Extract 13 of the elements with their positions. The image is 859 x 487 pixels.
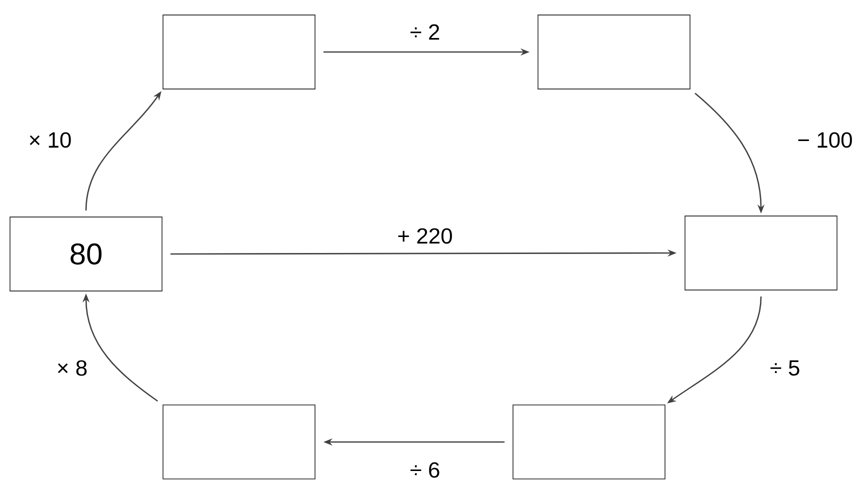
edge-label: × 10 (26, 130, 74, 150)
edge-label: ÷ 5 (768, 358, 802, 378)
empty-box (512, 404, 666, 480)
edge-label: − 100 (795, 130, 855, 150)
edge-label: ÷ 6 (408, 460, 442, 480)
edge-label: ÷ 2 (408, 22, 442, 42)
empty-box (684, 216, 838, 290)
edge-label: + 220 (395, 226, 455, 246)
empty-box (162, 404, 316, 480)
number-box: 80 (10, 216, 162, 292)
edge-label: × 8 (54, 358, 90, 378)
empty-box (162, 14, 316, 90)
empty-box (538, 14, 690, 90)
